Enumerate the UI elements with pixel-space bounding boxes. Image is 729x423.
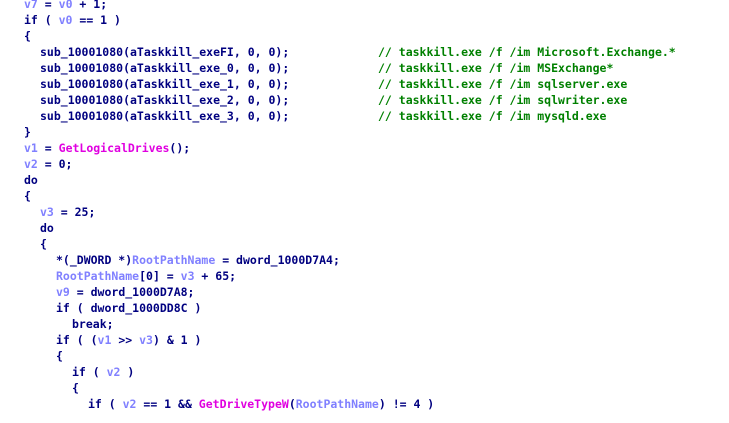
code-line[interactable]: { xyxy=(0,28,729,44)
code-line[interactable]: if ( v2 == 1 && GetDriveTypeW(RootPathNa… xyxy=(0,396,729,412)
variable-token: v9 xyxy=(56,285,70,299)
code-comment: // taskkill.exe /f /im mysqld.exe xyxy=(378,109,607,123)
variable-token: v1 xyxy=(97,333,112,347)
code-token: + 65; xyxy=(194,269,237,283)
variable-token: v2 xyxy=(122,397,137,411)
variable-token: RootPathName xyxy=(132,253,216,267)
code-line[interactable]: do xyxy=(0,220,729,236)
variable-token: v1 xyxy=(24,141,38,155)
code-token: sub_10001080(aTaskkill_exe_0, 0, 0); xyxy=(40,61,290,75)
code-token: { xyxy=(40,237,47,251)
code-line[interactable]: if ( v0 == 1 ) xyxy=(0,12,729,28)
code-token: == 1 && xyxy=(136,397,199,411)
variable-token: RootPathName xyxy=(56,269,140,283)
variable-token: v0 xyxy=(58,13,73,27)
code-line[interactable]: v2 = 0; xyxy=(0,156,729,172)
code-token: *(_DWORD *) xyxy=(56,253,133,267)
code-line[interactable]: { xyxy=(0,188,729,204)
variable-token: v7 xyxy=(24,0,38,11)
code-token: { xyxy=(24,189,31,203)
code-line[interactable]: if ( v2 ) xyxy=(0,364,729,380)
variable-token: v3 xyxy=(139,333,153,347)
code-token: do xyxy=(24,173,38,187)
code-token: sub_10001080(aTaskkill_exeFI, 0, 0); xyxy=(40,45,290,59)
code-line[interactable]: if ( (v1 >> v3) & 1 ) xyxy=(0,332,729,348)
function-token: GetLogicalDrives xyxy=(58,141,170,155)
code-line[interactable]: do xyxy=(0,172,729,188)
variable-token: v2 xyxy=(24,157,38,171)
code-token: >> xyxy=(111,333,140,347)
code-line[interactable]: sub_10001080(aTaskkill_exe_2, 0, 0); // t… xyxy=(0,92,729,108)
code-line[interactable]: v7 = v0 + 1; xyxy=(0,0,729,12)
code-comment: // taskkill.exe /f /im sqlserver.exe xyxy=(378,77,628,91)
code-line[interactable]: *(_DWORD *)RootPathName = dword_1000D7A4… xyxy=(0,252,729,268)
code-token: if ( ( xyxy=(56,333,98,347)
variable-token: v0 xyxy=(58,0,73,11)
code-token: if ( xyxy=(72,365,107,379)
variable-token: RootPathName xyxy=(295,397,379,411)
code-line[interactable]: sub_10001080(aTaskkill_exe_3, 0, 0); // t… xyxy=(0,108,729,124)
code-token: [0] = xyxy=(139,269,181,283)
code-token: sub_10001080(aTaskkill_exe_3, 0, 0); xyxy=(40,109,290,123)
code-token: sub_10001080(aTaskkill_exe_1, 0, 0); xyxy=(40,77,290,91)
code-line[interactable]: sub_10001080(aTaskkill_exeFI, 0, 0); // t… xyxy=(0,44,729,60)
function-token: GetDriveTypeW xyxy=(198,397,289,411)
variable-token: v3 xyxy=(180,269,195,283)
code-line[interactable]: break; xyxy=(0,316,729,332)
code-line[interactable]: v3 = 25; xyxy=(0,204,729,220)
code-line[interactable]: { xyxy=(0,236,729,252)
code-token: if ( xyxy=(24,13,59,27)
code-line[interactable]: v9 = dword_1000D7A8; xyxy=(0,284,729,300)
variable-token: v3 xyxy=(40,205,54,219)
code-line[interactable]: RootPathName[0] = v3 + 65; xyxy=(0,268,729,284)
code-token: ) xyxy=(120,365,135,379)
code-token: + 1; xyxy=(72,0,108,11)
code-line[interactable]: { xyxy=(0,380,729,396)
code-token: do xyxy=(40,221,54,235)
code-token: = 25; xyxy=(53,205,96,219)
code-token: ( xyxy=(288,397,296,411)
code-comment: // taskkill.exe /f /im Microsoft.Exchang… xyxy=(378,45,676,59)
code-token: = xyxy=(37,141,59,155)
code-token: break; xyxy=(72,317,114,331)
code-token: = dword_1000D7A4; xyxy=(215,253,340,267)
code-comment: // taskkill.exe /f /im MSExchange* xyxy=(378,61,614,75)
code-token: sub_10001080(aTaskkill_exe_2, 0, 0); xyxy=(40,93,290,107)
code-line[interactable]: if ( dword_1000DD8C ) xyxy=(0,300,729,316)
code-token: { xyxy=(24,29,31,43)
code-token: (); xyxy=(169,141,191,155)
code-token: ) != 4 ) xyxy=(378,397,435,411)
code-token: if ( xyxy=(88,397,123,411)
code-token: { xyxy=(72,381,79,395)
code-token: == 1 ) xyxy=(72,13,121,27)
code-token: = xyxy=(37,0,59,11)
code-token: ) & 1 ) xyxy=(152,333,202,347)
code-token: { xyxy=(56,349,63,363)
code-token: if ( dword_1000DD8C ) xyxy=(56,301,202,315)
variable-token: v2 xyxy=(106,365,121,379)
code-line[interactable]: sub_10001080(aTaskkill_exe_1, 0, 0); // t… xyxy=(0,76,729,92)
code-line[interactable]: v1 = GetLogicalDrives(); xyxy=(0,140,729,156)
code-line[interactable]: { xyxy=(0,348,729,364)
code-line[interactable]: sub_10001080(aTaskkill_exe_0, 0, 0); // t… xyxy=(0,60,729,76)
code-token: } xyxy=(24,125,31,139)
code-token: = dword_1000D7A8; xyxy=(69,285,195,299)
code-comment: // taskkill.exe /f /im sqlwriter.exe xyxy=(378,93,628,107)
pseudocode-view[interactable]: v7 = v0 + 1;if ( v0 == 1 ){sub_10001080(… xyxy=(0,0,729,412)
code-line[interactable]: } xyxy=(0,124,729,140)
code-token: = 0; xyxy=(37,157,73,171)
